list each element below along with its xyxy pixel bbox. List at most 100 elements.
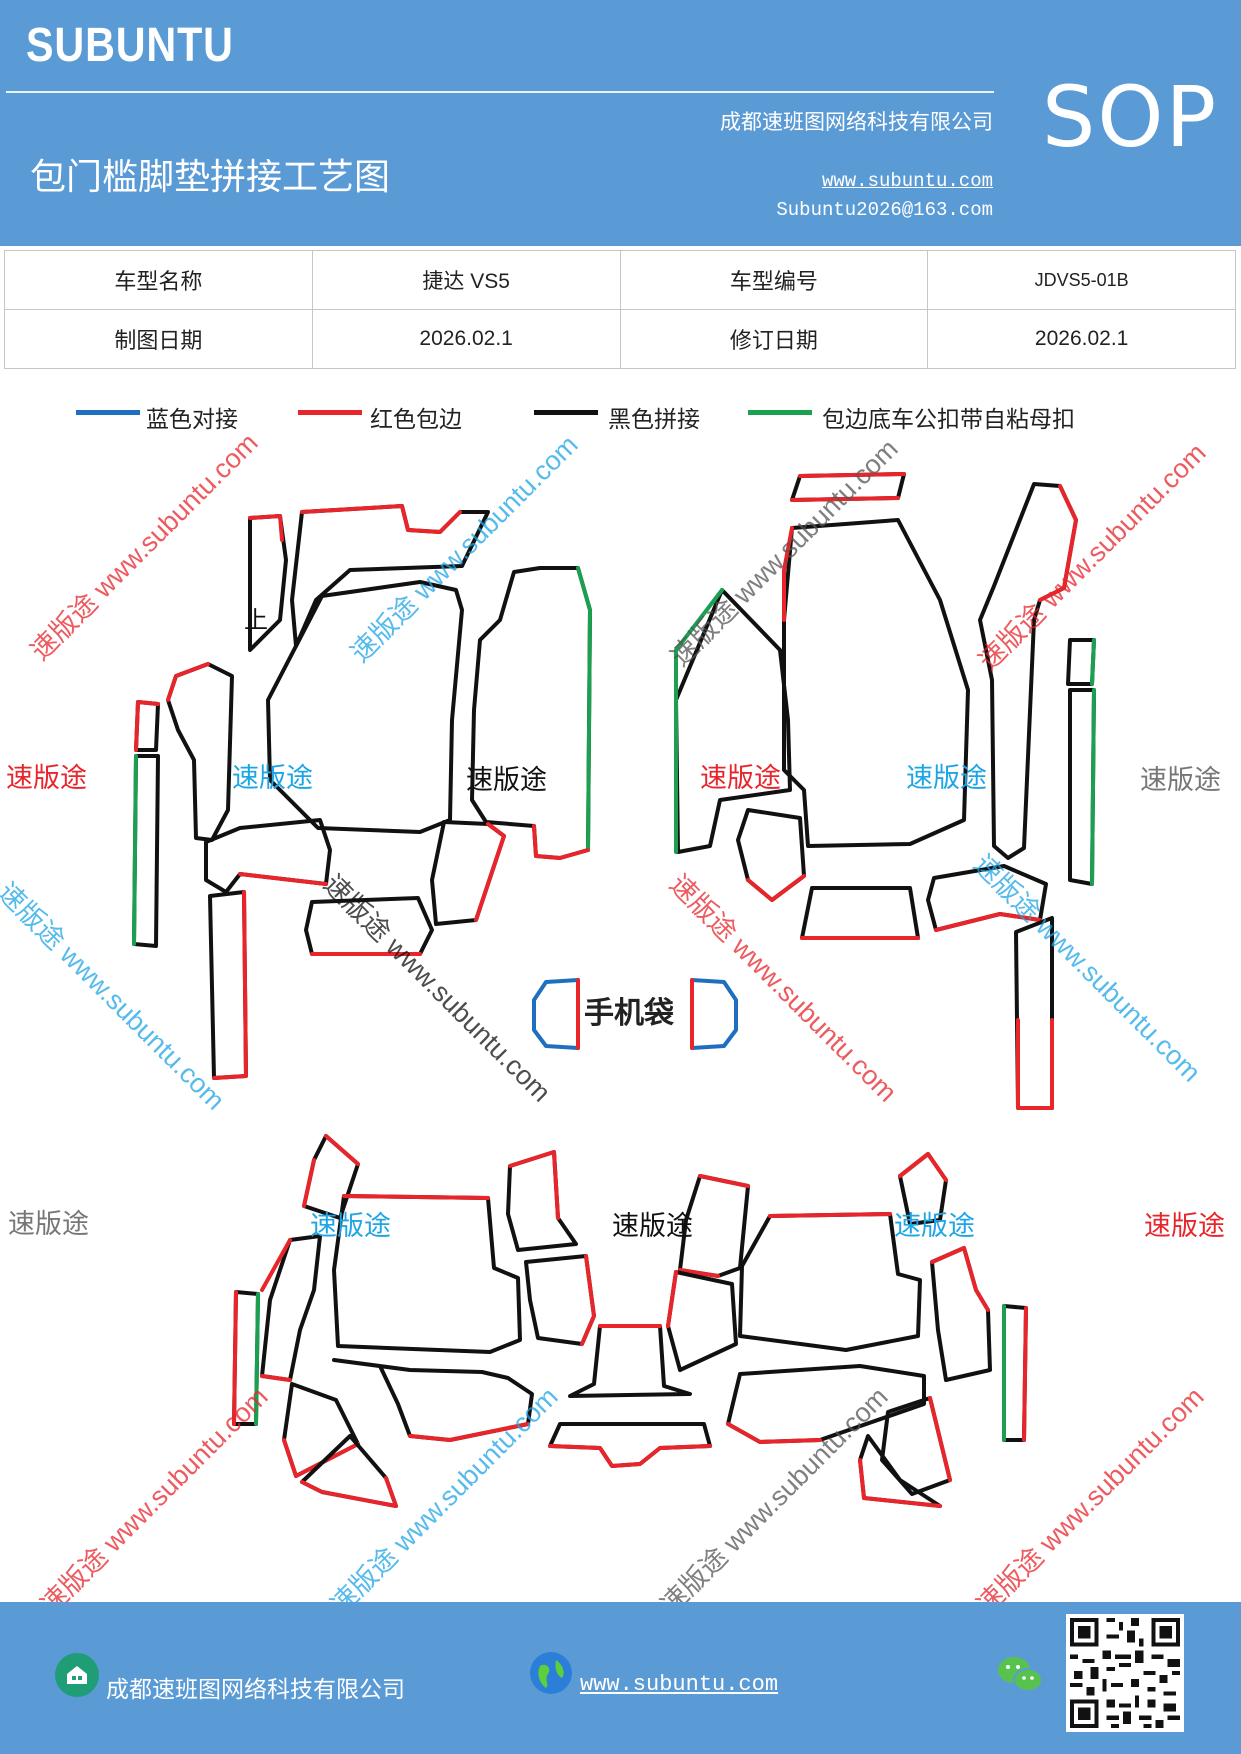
mat-piece (332, 1194, 522, 1354)
mat-piece-edge (532, 824, 590, 860)
watermark-text: 速版途 (466, 765, 547, 795)
mat-piece-edge (1022, 1306, 1028, 1442)
mat-piece-edge (674, 588, 724, 854)
mat-piece (738, 1212, 922, 1352)
phone-pocket-left (532, 978, 580, 1050)
mat-piece-edge (300, 504, 462, 534)
watermark-text: 速版途 (700, 763, 781, 793)
watermark-text: 速版途 (1140, 765, 1221, 795)
mat-piece (880, 1396, 952, 1496)
mat-piece-edge (408, 1422, 530, 1442)
mat-piece-edge (260, 1238, 292, 1382)
mat-piece-edge (212, 890, 248, 1080)
model-code-value: JDVS5-01B (927, 250, 1236, 310)
wechat-icon[interactable] (996, 1654, 1044, 1696)
front-left-mat-group (132, 504, 592, 1080)
revise-date-value: 2026.02.1 (927, 309, 1236, 369)
mat-piece (930, 1246, 992, 1382)
legend-label-green: 包边底车公扣带自粘母扣 (822, 407, 1075, 433)
mat-piece-edge (782, 526, 794, 622)
revise-date-label: 修订日期 (619, 309, 929, 369)
mat-piece-edge (132, 754, 138, 946)
watermark-text: 速版途 (906, 763, 987, 793)
table-row: 车型名称 捷达 VS5 车型编号 JDVS5-01B (4, 250, 1236, 310)
mat-piece (208, 890, 248, 1080)
rear-mat-group (232, 1134, 1028, 1508)
legend-swatch-green (748, 410, 812, 415)
watermark-text: 速版途 (8, 1209, 89, 1239)
model-code-label: 车型编号 (619, 250, 929, 310)
up-mark: 上 (244, 606, 268, 634)
mat-piece-edge (248, 514, 284, 542)
mat-piece (260, 1234, 322, 1382)
mat-piece-edge (580, 1254, 596, 1346)
floor-mat-diagram (132, 472, 1096, 1508)
front-right-mat-group (674, 472, 1096, 1110)
mat-piece (800, 886, 920, 940)
legend-swatch-red (298, 410, 362, 415)
header-company: 成都速班图网络科技有限公司 (720, 110, 993, 134)
mat-piece (858, 1434, 942, 1508)
mat-piece-edge (548, 1444, 712, 1468)
mat-piece-edge (930, 1246, 990, 1312)
mat-piece-edge (134, 700, 160, 752)
model-name-value: 捷达 VS5 (311, 250, 621, 310)
mat-piece (524, 1254, 596, 1346)
mat-piece-edge (508, 1150, 560, 1220)
mat-piece (666, 1270, 738, 1372)
mat-piece-edge (238, 872, 328, 886)
header-website-link[interactable]: www.subuntu.com (821, 170, 993, 192)
watermark-text: 速版途 (6, 763, 87, 793)
watermark-text: 速版途 (310, 1211, 391, 1241)
company-building-icon (55, 1653, 99, 1697)
mat-piece (166, 662, 234, 842)
model-name-label: 车型名称 (4, 250, 313, 310)
footer-website-link[interactable]: www.subuntu.com (580, 1672, 779, 1697)
mat-piece (266, 580, 464, 834)
header-email[interactable]: Subuntu2026@163.com (776, 199, 993, 221)
mat-piece-edge (928, 1396, 952, 1482)
mat-piece-edge (746, 874, 806, 902)
qr-code-icon[interactable] (1066, 1614, 1184, 1732)
info-table: 车型名称 捷达 VS5 车型编号 JDVS5-01B 制图日期 2026.02.… (4, 250, 1236, 369)
mat-piece (1066, 638, 1096, 686)
page-title: 包门槛脚垫拼接工艺图 (30, 157, 391, 198)
watermark-text: 速版途 (894, 1211, 975, 1241)
watermark-text: 速版途 (232, 763, 313, 793)
page-footer: 成都速班图网络科技有限公司 www.subuntu.com (0, 1602, 1241, 1754)
mat-piece (506, 1150, 578, 1252)
watermark-text: 速版途 (612, 1211, 693, 1241)
legend-label-red: 红色包边 (370, 407, 462, 433)
page-header: SUBUNTU 成都速班图网络科技有限公司 包门槛脚垫拼接工艺图 www.sub… (0, 0, 1241, 246)
phone-pocket-right (690, 978, 738, 1050)
header-divider (6, 91, 994, 93)
mat-piece-edge (232, 1290, 238, 1426)
mat-piece-edge (166, 662, 210, 702)
mat-piece (782, 518, 970, 848)
mat-piece-edge (474, 822, 506, 922)
mat-piece (736, 808, 806, 902)
brand-logo: SUBUNTU (26, 19, 234, 72)
mat-piece-edge (1016, 1018, 1054, 1110)
footer-company: 成都速班图网络科技有限公司 (106, 1677, 405, 1703)
mat-piece-edge (1038, 484, 1078, 602)
mat-piece-edge (768, 1212, 892, 1218)
mat-piece (470, 566, 592, 860)
mat-piece-edge (726, 1422, 822, 1444)
mat-piece-edge (1090, 688, 1096, 886)
legend: 蓝色对接 红色包边 黑色拼接 包边底车公扣带自粘母扣 (0, 400, 1241, 436)
globe-icon (530, 1652, 572, 1694)
draw-date-label: 制图日期 (4, 309, 313, 369)
legend-swatch-blue (76, 410, 140, 415)
watermark-text: 速版途 (1144, 1211, 1225, 1241)
mat-piece-edge (254, 1292, 260, 1426)
legend-label-blue: 蓝色对接 (146, 407, 238, 433)
mat-piece-edge (898, 1152, 948, 1182)
mat-piece-edge (282, 1438, 360, 1478)
mat-piece-edge (858, 1458, 942, 1508)
mat-piece-edge (790, 472, 906, 502)
mat-piece-edge (302, 1134, 360, 1208)
mat-piece-edge (576, 566, 592, 852)
mat-piece-edge (666, 1270, 678, 1328)
mat-piece-edge (342, 1194, 490, 1200)
